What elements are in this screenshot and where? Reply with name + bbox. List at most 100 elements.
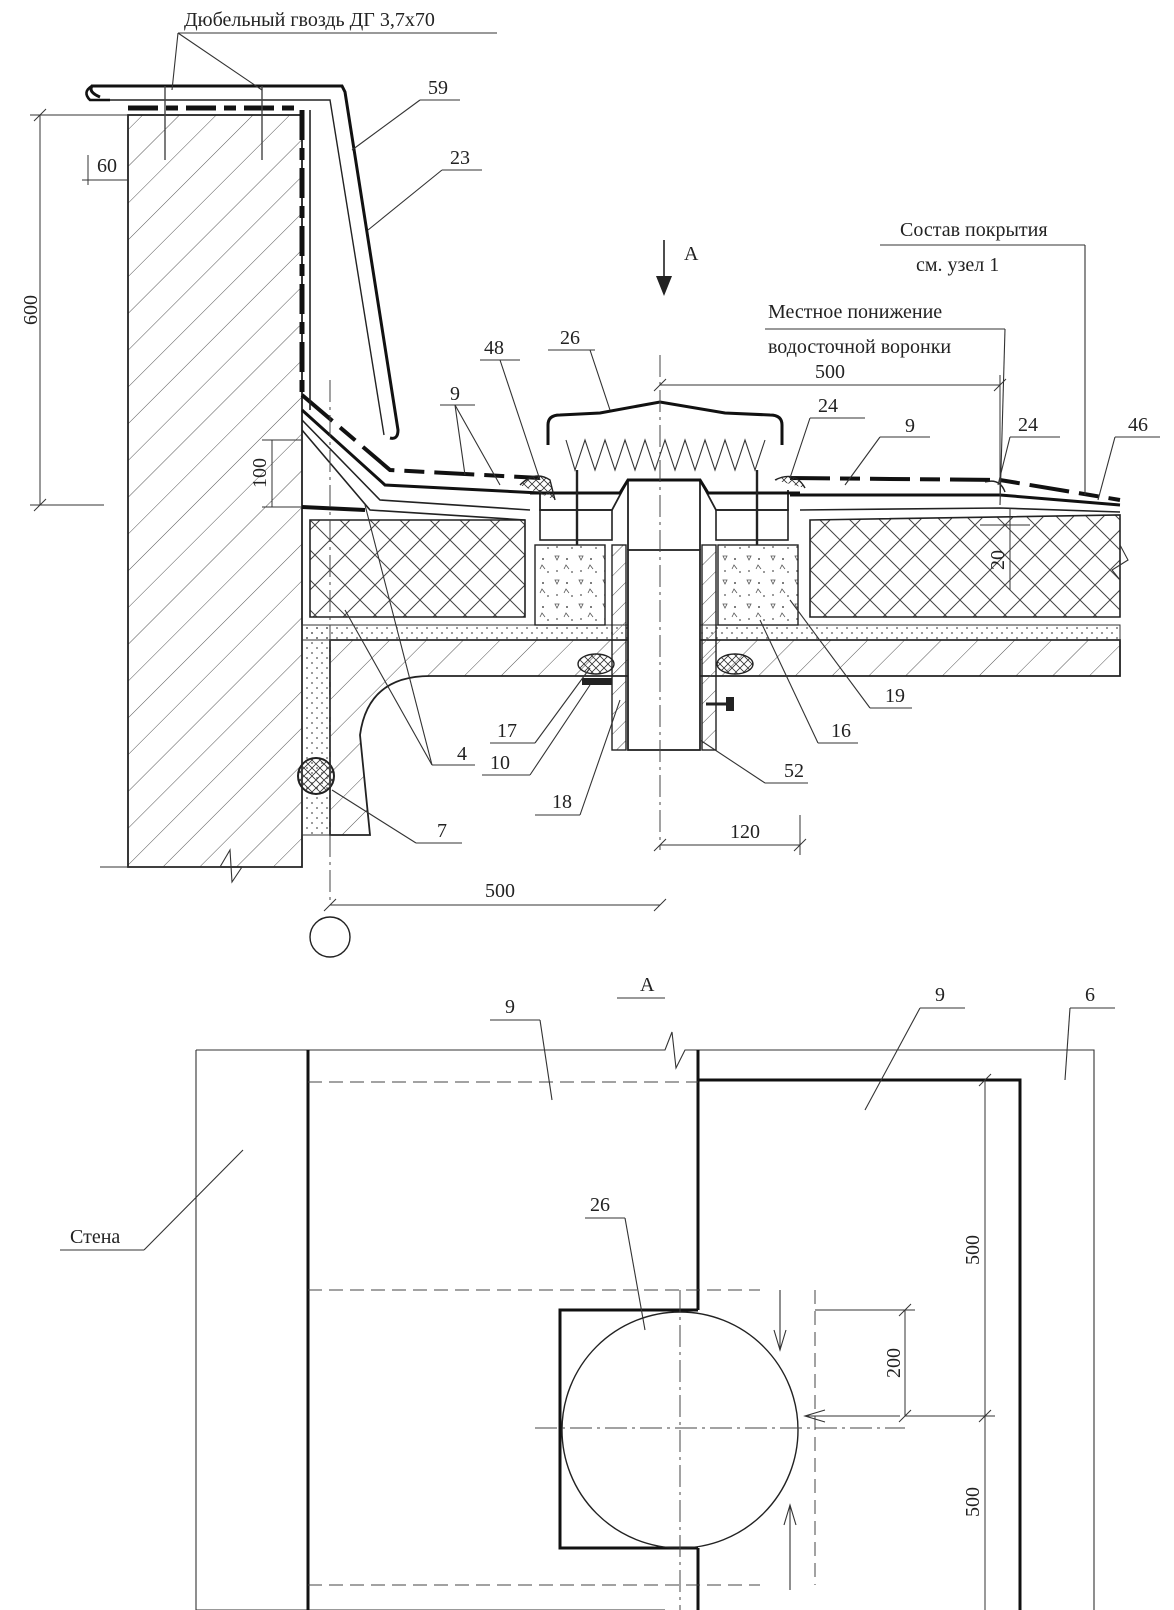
callout-10-leader — [529, 684, 591, 776]
callout-9a-leader-1 — [454, 404, 466, 476]
drain-pipe — [627, 549, 701, 751]
plan-callout-9b-leader — [864, 1007, 921, 1111]
callout-23-leader — [367, 169, 443, 231]
callout-10: 10 — [490, 752, 510, 774]
dim-120-tick-l — [653, 838, 667, 852]
callout-7-leader — [331, 789, 417, 844]
roof-composition-line1: Состав покрытия — [900, 219, 1048, 241]
metal-flashing — [89, 84, 400, 440]
callout-16: 16 — [831, 720, 851, 742]
callout-26-leader — [589, 349, 611, 411]
plan-arrow-3-head — [783, 1503, 797, 1526]
local-lowering-line1: Местное понижение — [768, 301, 942, 323]
dim-600-tick-top — [33, 108, 47, 122]
edge-strip — [301, 505, 366, 512]
parapet-wall — [127, 114, 303, 868]
callout-9b: 9 — [905, 415, 915, 437]
plan-callout-9b: 9 — [935, 984, 945, 1006]
callout-24a: 24 — [818, 395, 838, 417]
axis-bubble — [309, 916, 351, 958]
dim-500-bot-tick-l — [323, 898, 337, 912]
callout-46: 46 — [1128, 414, 1148, 436]
membrane-lower — [301, 419, 1121, 513]
patch-left — [519, 475, 556, 501]
patch-far-right — [984, 480, 1006, 493]
roof-composition-line2: см. узел 1 — [916, 254, 999, 276]
dim-500-top-value: 500 — [815, 361, 845, 383]
callout-18: 18 — [552, 791, 572, 813]
metal-flashing-inner — [108, 99, 385, 436]
concrete-fill-left — [534, 544, 606, 626]
callout-52: 52 — [784, 760, 804, 782]
callout-16-leader — [759, 619, 819, 744]
nail-leader-2 — [177, 32, 263, 91]
dim-100-value: 100 — [249, 458, 271, 488]
callout-9a-leader-2 — [454, 404, 501, 486]
insulation-right — [809, 514, 1121, 618]
plan-callout-9a-leader — [539, 1019, 553, 1101]
callout-48-leader — [499, 359, 541, 481]
plan-dim-500-lower-value: 500 — [962, 1487, 984, 1517]
callout-48: 48 — [484, 337, 504, 359]
insulation-left — [309, 519, 526, 618]
patch-right — [774, 475, 806, 489]
plan-dim-200-tick-top — [898, 1303, 912, 1317]
callout-9a: 9 — [450, 383, 460, 405]
joint-filler — [301, 624, 331, 836]
nail-label: Дюбельный гвоздь ДГ 3,7х70 — [184, 9, 435, 31]
callout-19-leader — [789, 599, 871, 709]
plan-callout-6-leader — [1064, 1007, 1071, 1081]
concrete-fill-right — [717, 544, 799, 626]
drain-pipe-sleeve-left — [611, 544, 627, 751]
clamp-ring-left — [539, 509, 613, 541]
plan-outline — [196, 1031, 1095, 1610]
plan-drain-square — [558, 1308, 698, 1550]
callout-46-leader — [1097, 436, 1116, 501]
callout-23: 23 — [450, 147, 470, 169]
plan-dim-500-upper-value: 500 — [962, 1235, 984, 1265]
seal-ring-left — [577, 653, 615, 675]
section-view: А 600 60 100 500 20 120 — [20, 9, 1160, 958]
plan-dim-500-tick-top — [978, 1073, 992, 1087]
callout-19: 19 — [885, 685, 905, 707]
dim-500-bot-value: 500 — [485, 880, 515, 902]
dim-120-value: 120 — [730, 821, 760, 843]
plan-view-title: А — [640, 974, 655, 996]
dim-20-value: 20 — [987, 550, 1009, 570]
callout-52-leader — [699, 739, 766, 784]
drain-cap-grille — [565, 438, 766, 472]
callout-18-leader — [579, 699, 621, 816]
sealing-cord — [297, 757, 335, 795]
clamp-nut — [726, 697, 734, 711]
clamp-plate — [582, 678, 612, 685]
plan-wall-label-leader — [143, 1149, 244, 1251]
callout-9b-leader — [844, 436, 881, 486]
callout-4-leader-2 — [344, 609, 433, 766]
dim-120-tick-r — [793, 838, 807, 852]
dim-600-tick-bot — [33, 498, 47, 512]
drain-pipe-sleeve-right — [701, 544, 717, 751]
wall-break-line — [100, 848, 300, 884]
floor-slab — [329, 639, 1121, 836]
callout-17-leader — [534, 667, 591, 744]
flashing-hem — [85, 84, 110, 102]
callout-59: 59 — [428, 77, 448, 99]
dim-500-top-tick-l — [653, 378, 667, 392]
callout-4: 4 — [457, 743, 467, 765]
plan-view-a: А 200 — [60, 974, 1115, 1610]
plan-right-sheet — [698, 1078, 1022, 1610]
callout-26: 26 — [560, 327, 580, 349]
dim-60-value: 60 — [97, 155, 117, 177]
plan-arrow-2-head — [803, 1409, 826, 1423]
nail-leader-1 — [171, 32, 179, 91]
plan-dim-200-value: 200 — [883, 1348, 905, 1378]
callout-24a-leader — [789, 417, 811, 479]
plan-wall-label: Стена — [70, 1226, 120, 1248]
callout-4-leader-1 — [364, 504, 433, 766]
plan-arrow-1-head — [773, 1329, 787, 1352]
section-letter: А — [684, 243, 699, 265]
callout-17: 17 — [497, 720, 517, 742]
plan-callout-6: 6 — [1085, 984, 1095, 1006]
clamp-ring-right — [715, 509, 789, 541]
